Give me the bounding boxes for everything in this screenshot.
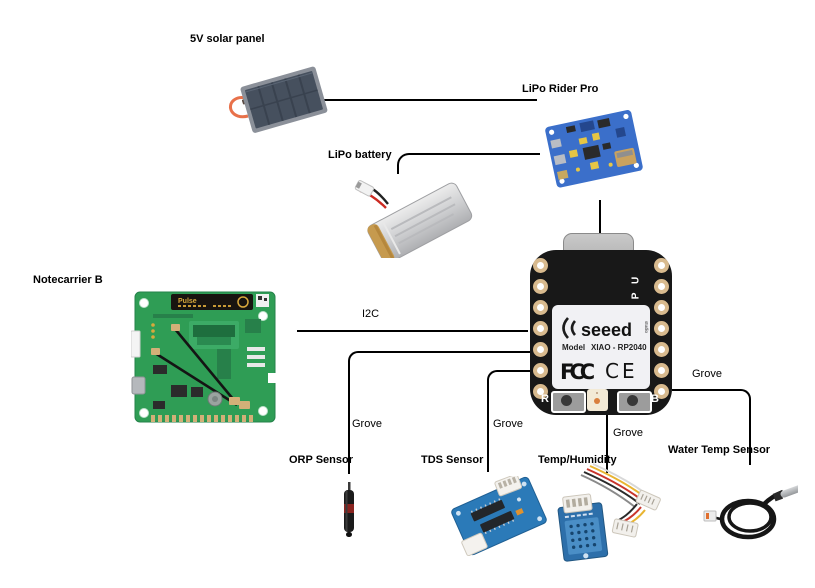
wire-grove-water — [672, 389, 751, 465]
xiao-pad — [654, 279, 669, 294]
castellated-pins — [151, 415, 253, 422]
i2c-connection-label: I2C — [362, 308, 380, 320]
wire-solar-to-rider — [318, 99, 537, 101]
notecarrier-image: Pulse — [130, 289, 279, 427]
temp-humidity-graphic — [557, 463, 661, 562]
solar-panel-image — [218, 62, 328, 138]
xiao-pad — [533, 384, 548, 399]
wire-grove-tds — [487, 370, 530, 472]
xiao-pad — [533, 300, 548, 315]
xiao-pad — [654, 342, 669, 357]
orp-sensor-label: ORP Sensor — [289, 454, 353, 466]
notecarrier-graphic: Pulse — [130, 291, 278, 423]
orp-sensor-graphic — [344, 482, 354, 537]
solar-panel-label: 5V solar panel — [190, 33, 265, 45]
tds-aqua-connector — [461, 532, 488, 557]
tds-board — [451, 473, 547, 557]
dht11-sensor — [564, 517, 603, 555]
xiao-pad — [654, 321, 669, 336]
water-temp-graphic — [703, 484, 806, 540]
battery-body — [367, 182, 473, 264]
lipo-battery-image — [348, 176, 483, 264]
fcc-mark-icon: FCC — [560, 360, 595, 384]
grove-orp-label: Grove — [352, 418, 382, 430]
notecarrier-label: Notecarrier B — [33, 274, 103, 286]
rider-board — [545, 110, 643, 188]
xiao-model-label: Model — [562, 343, 585, 352]
tds-sensor-graphic — [451, 473, 547, 557]
lipo-battery-label: LiPo battery — [328, 149, 392, 161]
xiao-pad — [533, 258, 548, 273]
xiao-pad — [533, 279, 548, 294]
test-pads — [151, 323, 155, 339]
water-temp-image — [703, 483, 806, 545]
solar-panel-graphic — [229, 66, 328, 133]
wire-rider-to-xiao — [599, 200, 601, 238]
water-temp-connector — [703, 510, 717, 522]
tds-sensor-label: TDS Sensor — [421, 454, 484, 466]
xiao-pad — [654, 384, 669, 399]
grove-temp-label: Grove — [613, 427, 643, 439]
antenna-strip — [171, 294, 253, 310]
qr-sticker — [256, 294, 269, 307]
orp-sensor-image — [336, 482, 362, 540]
reset-button[interactable] — [551, 391, 586, 413]
xiao-pad — [533, 342, 548, 357]
ce-mark-icon: CE — [605, 359, 638, 383]
temp-humidity-label: Temp/Humidity — [538, 454, 617, 466]
seeed-studio-text: studio — [644, 321, 649, 334]
reset-button-label: R — [541, 393, 549, 405]
dht-board — [557, 493, 609, 562]
xiao-faceplate: seeed studio Model XIAO - RP2040 FCC CE — [552, 305, 650, 389]
lipo-battery-graphic — [354, 180, 473, 264]
xiao-faceplate-graphic: seeed studio Model XIAO - RP2040 FCC CE — [560, 317, 649, 384]
xiao-pad — [533, 321, 548, 336]
temp-humidity-image — [553, 463, 667, 565]
tds-sensor-image — [446, 473, 552, 557]
boot-button-label: B — [651, 393, 659, 405]
rgb-led — [587, 389, 608, 411]
lipo-rider-label: LiPo Rider Pro — [522, 83, 599, 95]
xiao-side-silk-text: P U — [629, 273, 641, 300]
harness-connector-2 — [611, 518, 639, 538]
solar-panel-body — [240, 66, 328, 133]
xiao-model-value: XIAO - RP2040 — [591, 343, 647, 352]
xiao-rp2040: P U seeed studio Model XIAO - RP2040 FCC… — [530, 233, 672, 415]
wire-battery-to-rider — [397, 153, 540, 174]
grove-tds-label: Grove — [493, 418, 523, 430]
micro-usb — [131, 376, 146, 395]
lipo-rider-image — [541, 106, 645, 192]
xiao-button-row: R B — [530, 389, 672, 415]
wire-grove-temp — [606, 415, 608, 473]
edge-notch — [268, 373, 278, 383]
xiao-pad — [654, 300, 669, 315]
antenna-cable-1 — [173, 328, 235, 400]
xiao-pad — [533, 363, 548, 378]
battery-connector — [354, 180, 375, 197]
wire-i2c — [297, 330, 528, 332]
jst-connector — [130, 330, 141, 358]
lipo-rider-graphic — [545, 110, 643, 188]
xiao-pad — [654, 258, 669, 273]
xiao-pad — [654, 363, 669, 378]
grove-water-label: Grove — [692, 368, 722, 380]
water-temp-label: Water Temp Sensor — [668, 444, 771, 456]
seeed-logo-icon — [562, 317, 570, 339]
boot-button[interactable] — [617, 391, 652, 413]
antenna-cable-2 — [154, 351, 238, 407]
pulse-silk-text: Pulse — [178, 298, 197, 305]
wire-grove-orp — [348, 351, 530, 474]
seeed-logo-text: seeed — [581, 320, 632, 340]
